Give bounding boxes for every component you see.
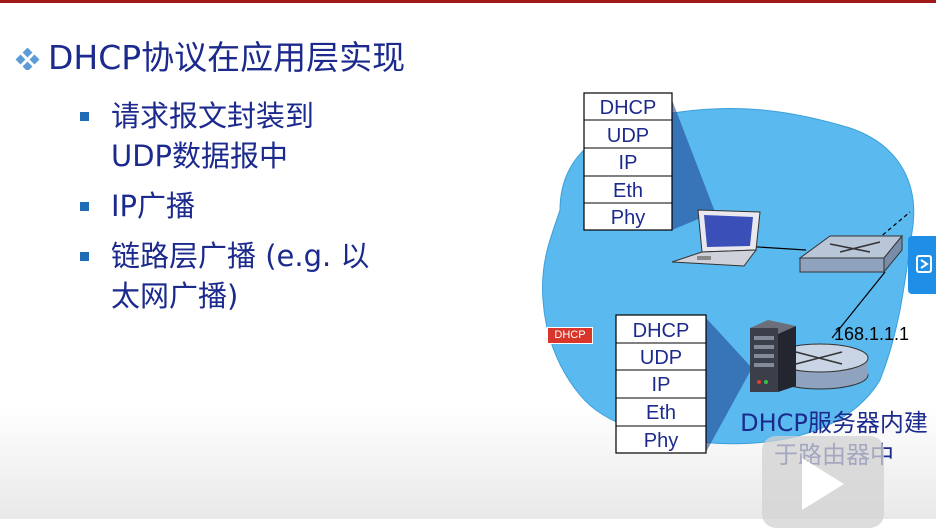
client-stack-layer: DHCP bbox=[600, 97, 657, 119]
server-ip-label: 168.1.1.1 bbox=[834, 324, 909, 344]
sub-bullet-text: IP广播 bbox=[111, 189, 196, 223]
sub-bullet-text: 请求报文封装到UDP数据报中 bbox=[111, 99, 315, 173]
collapse-arrow-icon bbox=[916, 255, 932, 273]
sub-bullet: 请求报文封装到UDP数据报中 bbox=[80, 96, 444, 176]
client-callout bbox=[672, 100, 715, 230]
sub-bullet: 链路层广播 (e.g. 以太网广播) bbox=[80, 236, 444, 316]
server-stack-layer: DHCP bbox=[633, 320, 690, 342]
server-callout bbox=[706, 318, 752, 452]
square-bullet-icon bbox=[80, 202, 89, 211]
server-protocol-stack: DHCP UDP IP Eth Phy bbox=[615, 314, 707, 454]
client-stack-layer: Phy bbox=[611, 207, 645, 229]
slide-bullets: DHCP协议在应用层实现 请求报文封装到UDP数据报中 IP广播 链路层广播 (… bbox=[14, 36, 444, 326]
server-stack-layer: Phy bbox=[644, 430, 678, 452]
play-icon bbox=[802, 458, 844, 510]
client-stack-layer: Eth bbox=[613, 180, 643, 202]
top-rule bbox=[0, 0, 936, 3]
client-stack-layer: IP bbox=[619, 152, 638, 174]
main-bullet: DHCP协议在应用层实现 bbox=[14, 36, 444, 80]
sub-bullet-text: 链路层广播 (e.g. 以太网广播) bbox=[111, 239, 370, 313]
switch-icon bbox=[798, 234, 904, 274]
play-button[interactable] bbox=[762, 436, 884, 528]
side-tab-icon[interactable] bbox=[908, 236, 936, 294]
diamond-bullet-icon bbox=[15, 48, 40, 70]
client-protocol-stack: DHCP UDP IP Eth Phy bbox=[583, 92, 673, 231]
sub-bullet: IP广播 bbox=[80, 186, 444, 226]
server-stack-layer: IP bbox=[652, 374, 671, 396]
link-switch-router bbox=[831, 271, 886, 339]
client-stack-layer: UDP bbox=[607, 125, 649, 147]
laptop-icon bbox=[671, 209, 761, 267]
server-stack-layer: Eth bbox=[646, 402, 676, 424]
square-bullet-icon bbox=[80, 252, 89, 261]
sub-bullets: 请求报文封装到UDP数据报中 IP广播 链路层广播 (e.g. 以太网广播) bbox=[80, 96, 444, 316]
dhcp-packet-tag: DHCP bbox=[547, 327, 593, 344]
server-stack-layer: UDP bbox=[640, 347, 682, 369]
server-icon bbox=[750, 320, 796, 392]
main-bullet-text: DHCP协议在应用层实现 bbox=[48, 38, 406, 77]
square-bullet-icon bbox=[80, 112, 89, 121]
